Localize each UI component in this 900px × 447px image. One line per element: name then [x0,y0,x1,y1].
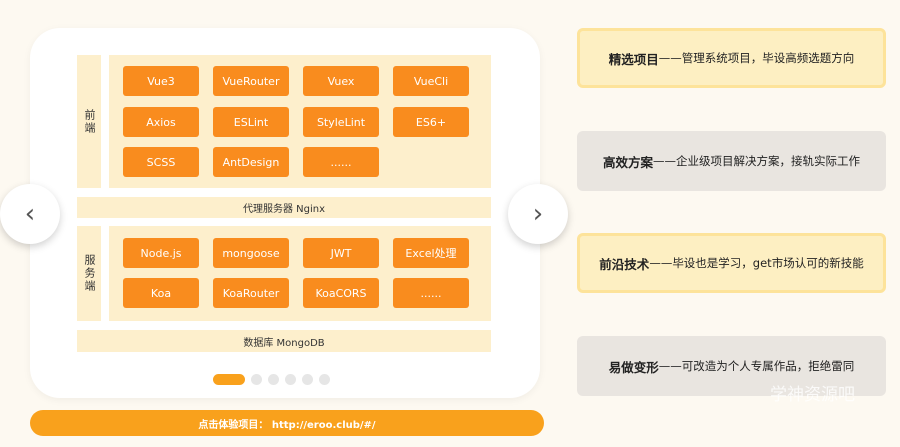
feature-title: 精选项目 [608,51,659,67]
tech-chip: KoaCORS [303,278,379,308]
feature-desc: ——可改造为个人专属作品，拒绝雷同 [658,359,855,373]
tech-chip: Koa [123,278,199,308]
watermark: 学神资源吧 [770,385,855,405]
carousel-dot[interactable] [268,374,279,385]
feature-title: 易做变形 [608,359,659,375]
carousel-dot[interactable] [251,374,262,385]
tech-chip: StyleLint [303,107,379,137]
tech-chip: ...... [303,147,379,177]
feature-card: 高效方案——企业级项目解决方案，接轨实际工作 [577,131,886,191]
try-project-button[interactable]: 点击体验项目： http://eroo.club/#/ [30,410,544,436]
tech-chip: ...... [393,278,469,308]
tech-chip: mongoose [213,238,289,268]
chevron-right-icon: › [532,199,544,229]
database-bar: 数据库 MongoDB [77,330,491,352]
tech-chip: Excel处理 [393,238,469,268]
feature-desc: ——管理系统项目，毕设高频选题方向 [658,51,855,65]
feature-card: 精选项目——管理系统项目，毕设高频选题方向 [577,28,886,88]
prev-button[interactable]: ‹ [0,184,60,244]
frontend-label: 前端 [77,55,101,188]
tech-chip: Node.js [123,238,199,268]
backend-label: 服务端 [77,226,101,321]
feature-desc: ——企业级项目解决方案，接轨实际工作 [653,154,860,168]
proxy-bar: 代理服务器 Nginx [77,197,491,218]
next-button[interactable]: › [508,184,568,244]
feature-title: 高效方案 [602,154,653,170]
chevron-left-icon: ‹ [24,199,36,229]
tech-chip: SCSS [123,147,199,177]
carousel-dots [213,374,330,385]
tech-chip: ES6+ [393,107,469,137]
feature-card: 易做变形——可改造为个人专属作品，拒绝雷同 [577,336,886,396]
tech-chip: JWT [303,238,379,268]
carousel-dot[interactable] [302,374,313,385]
tech-chip: Vuex [303,66,379,96]
carousel-dot[interactable] [213,374,245,385]
feature-desc: ——毕设也是学习，get市场认可的新技能 [649,256,864,270]
carousel-dot[interactable] [285,374,296,385]
tech-chip: VueCli [393,66,469,96]
tech-chip: KoaRouter [213,278,289,308]
tech-chip: Vue3 [123,66,199,96]
feature-title: 前沿技术 [599,256,650,272]
carousel-dot[interactable] [319,374,330,385]
feature-card: 前沿技术——毕设也是学习，get市场认可的新技能 [577,233,886,293]
tech-chip: ESLint [213,107,289,137]
tech-chip: AntDesign [213,147,289,177]
tech-chip: Axios [123,107,199,137]
tech-chip: VueRouter [213,66,289,96]
